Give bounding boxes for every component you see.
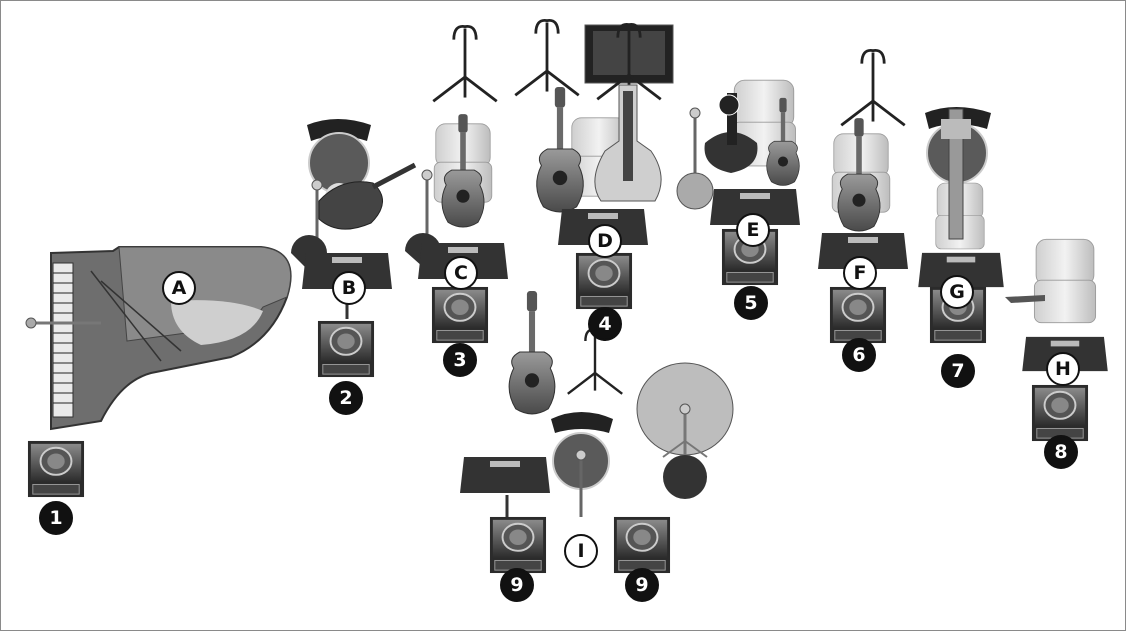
guitar-station-f [818,50,908,269]
monitor-label-4: 4 [588,307,622,341]
monitor-label-6: 6 [842,338,876,372]
label-f: F [843,256,877,290]
monitor-label-9b: 9 [625,568,659,602]
monitor-label-5: 5 [734,286,768,320]
keyboard-station-h [1005,239,1108,371]
label-b: B [332,271,366,305]
monitor-label-9a: 9 [500,568,534,602]
label-h: H [1046,352,1080,386]
monitor-label-2: 2 [329,381,363,415]
monitor-label-1: 1 [39,501,73,535]
monitor-label-3: 3 [443,343,477,377]
guitar-station-d [515,20,673,245]
label-c: C [444,256,478,290]
label-g: G [940,275,974,309]
guitar-station-c [405,26,508,279]
label-a: A [162,271,196,305]
monitor-label-8: 8 [1044,435,1078,469]
label-i: I [564,534,598,568]
monitor-label-7: 7 [941,354,975,388]
label-e: E [736,213,770,247]
cello-station-g [918,107,1004,287]
grand-piano [26,247,291,429]
mandolin-station-e [677,80,800,225]
label-d: D [588,224,622,258]
